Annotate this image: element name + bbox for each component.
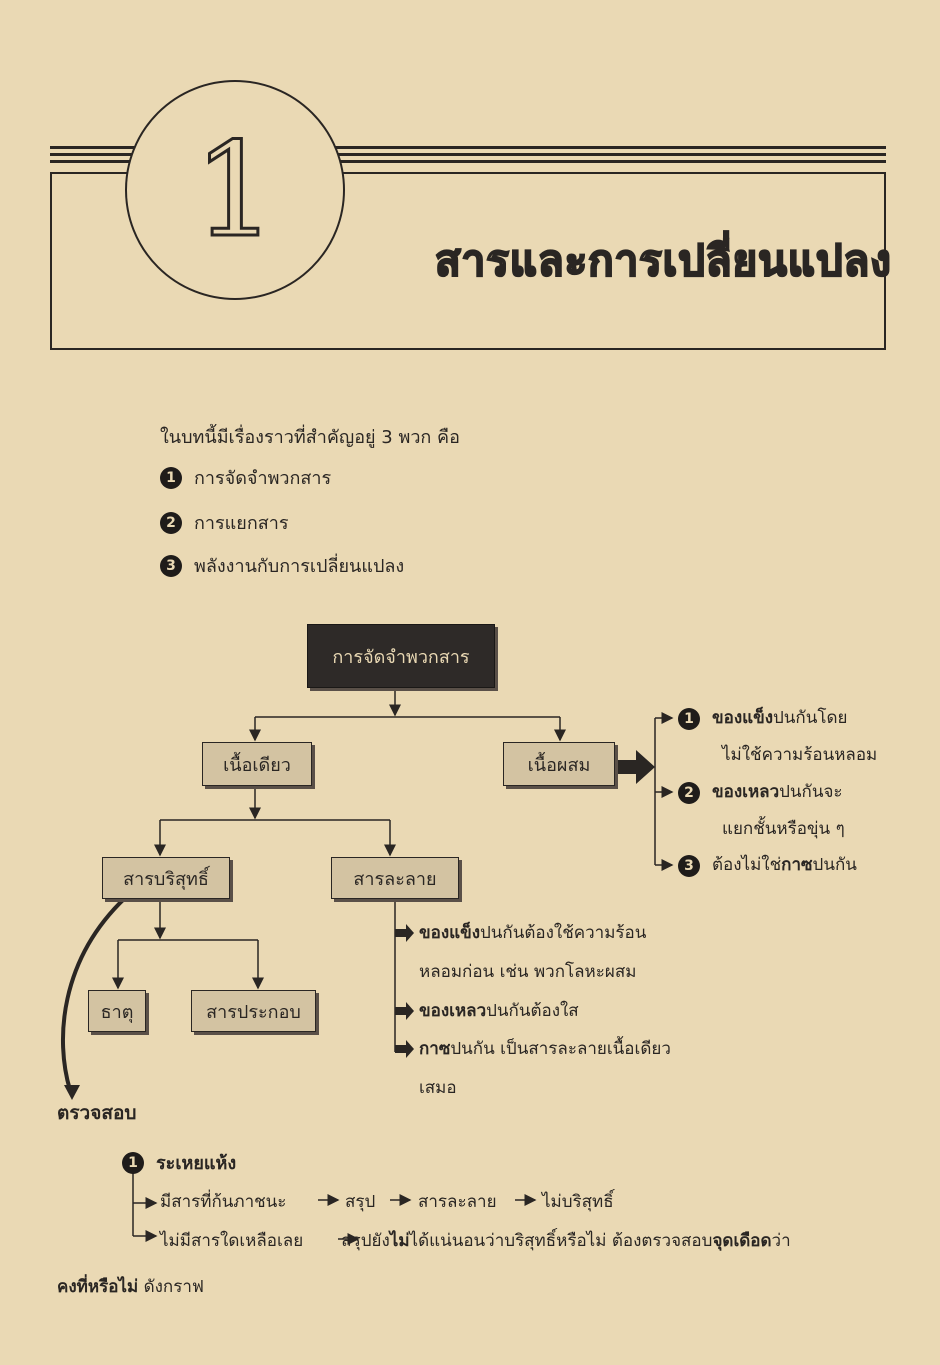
solution-note-3: กาซปนกัน เป็นสารละลายเนื้อเดียว — [419, 1031, 671, 1067]
diagram-root-box: การจัดจำพวกสาร — [307, 624, 495, 688]
pure-substance-box: สารบริสุทธิ์ — [102, 857, 230, 899]
hetero-note-text: ปนกันโดย — [773, 708, 848, 728]
branch2-text: ไม่มีสารใดเหลือเลย — [160, 1231, 304, 1251]
branch2-text: ว่า — [771, 1231, 791, 1251]
compound-box: สารประกอบ — [191, 990, 316, 1032]
header-box — [50, 172, 886, 350]
solution-note-bold: ของเหลว — [419, 1001, 487, 1021]
chapter-title: สารและการเปลี่ยนแปลง — [434, 235, 892, 286]
check-item-label: ระเหยแห้ง — [156, 1153, 237, 1174]
last-line-bold: คงที่หรือไม่ — [57, 1277, 139, 1297]
number-bullet-icon: 3 — [160, 554, 182, 577]
number-bullet-icon: 1 — [678, 708, 700, 730]
topic-label: พลังงานกับการเปลี่ยนแปลง — [194, 556, 405, 577]
solution-note-text: ปนกัน เป็นสารละลายเนื้อเดียว — [450, 1039, 671, 1059]
branch2-text: ได้แน่นอนว่าบริสุทธิ์หรือไม่ ต้องตรวจสอบ — [409, 1231, 713, 1251]
hetero-note-1-line2: ไม่ใช้ความร้อนหลอม — [722, 745, 878, 765]
chapter-number: 1 — [192, 113, 278, 268]
number-bullet-icon: 3 — [678, 855, 700, 877]
number-bullet-icon: 1 — [160, 466, 182, 489]
hetero-note-text: ต้องไม่ใช่ — [712, 855, 782, 875]
branch1-step: สารละลาย — [418, 1192, 497, 1212]
hetero-note-text: ปนกัน — [812, 855, 857, 875]
hetero-note-bold: ของเหลว — [712, 782, 780, 802]
check-item-1: 1 ระเหยแห้ง — [122, 1148, 236, 1177]
hetero-note-bold: กาซ — [781, 855, 813, 875]
branch2-line: ไม่มีสารใดเหลือเลย สรุปยังไม่ได้แน่นอนว่า… — [160, 1227, 791, 1254]
solution-note-text: ปนกันต้องใส — [486, 1001, 579, 1021]
branch1-step: สรุป — [345, 1192, 376, 1212]
hetero-note-1: 1 ของแข็งปนกันโดย — [678, 700, 847, 736]
branch2-bold: จุดเดือด — [712, 1231, 772, 1251]
solution-note-text: ปนกันต้องใช้ความร้อน — [480, 923, 647, 943]
homogeneous-box: เนื้อเดียว — [202, 742, 312, 786]
solution-note-2: ของเหลวปนกันต้องใส — [419, 993, 579, 1029]
chapter-circle — [125, 80, 345, 300]
last-line-text: ดังกราฟ — [138, 1277, 204, 1297]
hetero-note-text: ปนกันจะ — [779, 782, 843, 802]
rule-line — [50, 153, 886, 156]
branch1-step: มีสารที่ก้นภาชนะ — [160, 1192, 287, 1212]
rule-line — [50, 146, 886, 149]
hetero-note-2: 2 ของเหลวปนกันจะ — [678, 774, 843, 810]
solution-note-1-line2: หลอมก่อน เช่น พวกโลหะผสม — [419, 962, 637, 982]
topic-label: การแยกสาร — [194, 513, 289, 534]
solution-note-1: ของแข็งปนกันต้องใช้ความร้อน — [419, 915, 646, 951]
heterogeneous-box: เนื้อผสม — [503, 742, 615, 786]
topic-label: การจัดจำพวกสาร — [194, 468, 332, 489]
solution-note-3-line2: เสมอ — [419, 1078, 457, 1098]
topic-item: 1 การจัดจำพวกสาร — [160, 463, 331, 492]
solution-note-bold: กาซ — [419, 1039, 451, 1059]
rule-line — [50, 160, 886, 163]
hetero-note-3: 3 ต้องไม่ใช่กาซปนกัน — [678, 847, 857, 883]
solution-note-bold: ของแข็ง — [419, 923, 481, 943]
intro-lead: ในบทนี้มีเรื่องราวที่สำคัญอยู่ 3 พวก คือ — [160, 427, 460, 448]
check-title: ตรวจสอบ — [57, 1102, 137, 1124]
number-bullet-icon: 2 — [160, 511, 182, 534]
hetero-note-bold: ของแข็ง — [712, 708, 774, 728]
branch1-step: ไม่บริสุทธิ์ — [542, 1192, 614, 1212]
element-box: ธาตุ — [88, 990, 146, 1032]
topic-item: 3 พลังงานกับการเปลี่ยนแปลง — [160, 551, 404, 580]
number-bullet-icon: 2 — [678, 782, 700, 804]
last-line: คงที่หรือไม่ ดังกราฟ — [57, 1273, 204, 1300]
number-bullet-icon: 1 — [122, 1151, 144, 1174]
hetero-note-2-line2: แยกชั้นหรือขุ่น ๆ — [722, 819, 845, 839]
branch2-bold: ไม่ — [389, 1231, 410, 1251]
topic-item: 2 การแยกสาร — [160, 508, 288, 537]
branch2-text: สรุปยัง — [341, 1231, 390, 1251]
solution-box: สารละลาย — [331, 857, 459, 899]
